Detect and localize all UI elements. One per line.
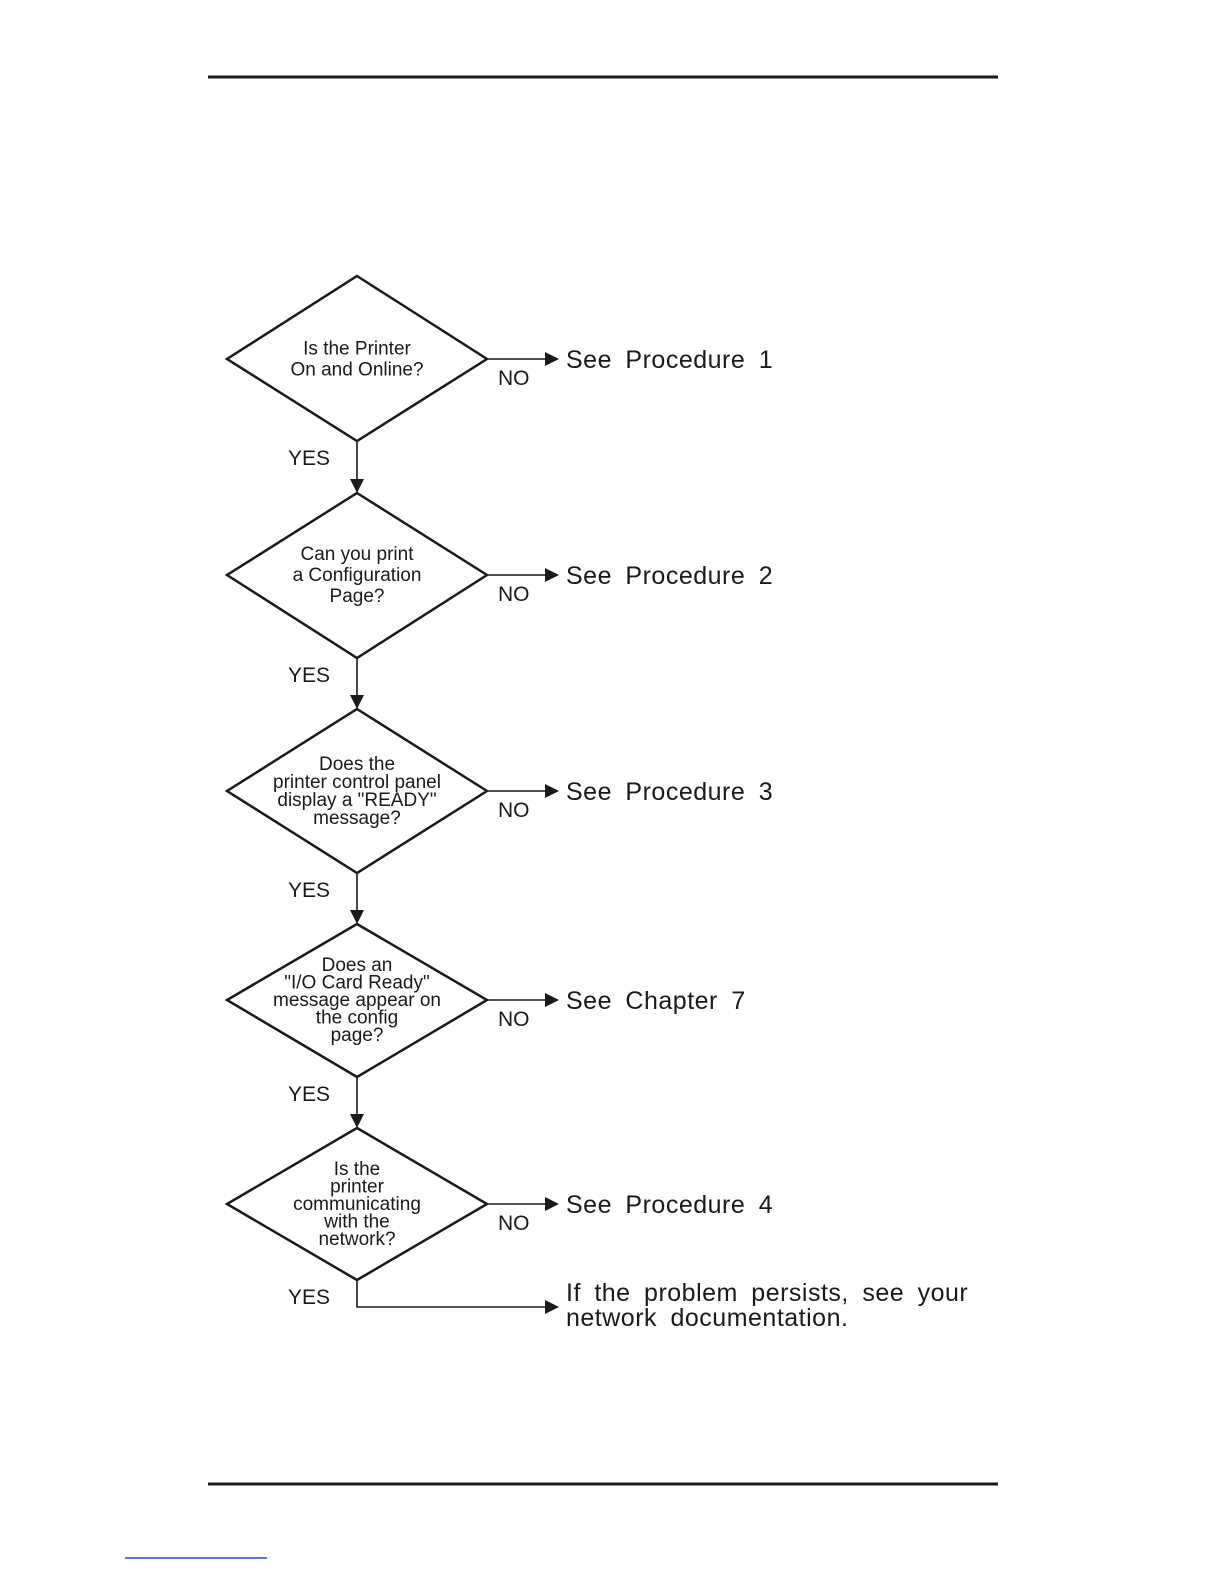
decision-question-line: printer control panel [273, 772, 441, 793]
decision-question-line: message? [313, 808, 401, 829]
decision-question-line: a Configuration [293, 565, 422, 586]
yes-label: YES [288, 447, 330, 470]
procedure-reference: See Procedure 3 [566, 778, 773, 806]
yes-branch-arrowhead [350, 910, 364, 924]
yes-label: YES [288, 1083, 330, 1106]
yes-branch-line [356, 1280, 547, 1308]
decision-question-line: the config [316, 1008, 398, 1029]
decision-question-line: message appear on [273, 990, 441, 1011]
decision-question-line: Does an [322, 955, 393, 976]
final-instruction-line: network documentation. [566, 1304, 848, 1332]
no-branch-arrowhead [545, 568, 559, 582]
yes-branch-arrowhead [350, 479, 364, 493]
decision-question-line: Can you print [300, 544, 414, 565]
no-branch-arrowhead [545, 352, 559, 366]
decision-question-line: Is the Printer [303, 339, 411, 360]
no-label: NO [498, 367, 530, 390]
no-branch-arrowhead [545, 1197, 559, 1211]
no-branch-arrowhead [545, 784, 559, 798]
decision-question-line: communicating [293, 1194, 421, 1215]
decision-question-line: with the [323, 1212, 389, 1233]
yes-label: YES [288, 664, 330, 687]
decision-question-line: display a "READY" [277, 790, 436, 811]
no-branch-arrowhead [545, 993, 559, 1007]
no-label: NO [498, 799, 530, 822]
yes-branch-arrowhead [350, 695, 364, 709]
procedure-reference: See Procedure 4 [566, 1191, 773, 1219]
yes-label: YES [288, 879, 330, 902]
no-label: NO [498, 583, 530, 606]
decision-question-line: Is the [334, 1159, 380, 1180]
decision-question-line: network? [318, 1229, 395, 1250]
procedure-reference: See Procedure 1 [566, 346, 773, 374]
decision-question-line: page? [331, 1025, 384, 1046]
yes-label: YES [288, 1286, 330, 1309]
no-label: NO [498, 1008, 530, 1031]
decision-question-line: Does the [319, 754, 395, 775]
decision-question-line: "I/O Card Ready" [284, 973, 430, 994]
procedure-reference: See Chapter 7 [566, 987, 746, 1015]
decision-question-line: Page? [330, 586, 385, 607]
final-instruction-line: If the problem persists, see your [566, 1279, 968, 1307]
no-label: NO [498, 1212, 530, 1235]
yes-branch-arrowhead [545, 1300, 559, 1314]
yes-branch-arrowhead [350, 1114, 364, 1128]
decision-question-line: printer [330, 1177, 385, 1198]
procedure-reference: See Procedure 2 [566, 562, 773, 590]
decision-question-line: On and Online? [290, 360, 423, 381]
